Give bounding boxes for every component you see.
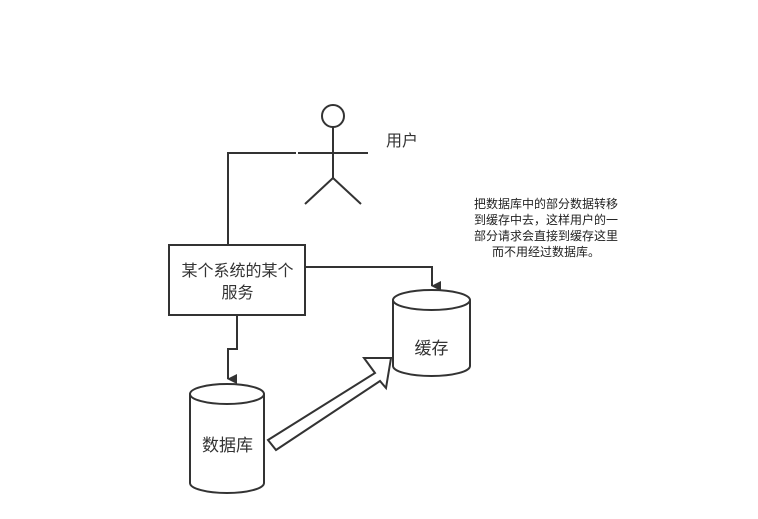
service-label: 某个系统的某个 服务 xyxy=(170,260,305,304)
note-line: 部分请求会直接到缓存这里 xyxy=(473,229,618,243)
database-cylinder-top xyxy=(189,383,265,405)
edge-actor-to-service[interactable] xyxy=(227,152,296,255)
database-cylinder-body xyxy=(189,394,265,494)
actor-right-leg xyxy=(332,177,362,205)
cache-cylinder-body xyxy=(392,300,471,377)
cache-label: 缓存 xyxy=(414,339,449,359)
database-cylinder[interactable] xyxy=(189,383,265,494)
note-line: 到缓存中去，这样用户的一 xyxy=(473,213,618,227)
actor-left-leg xyxy=(304,177,334,205)
actor-label: 用户 xyxy=(386,131,419,150)
annotation-note: 把数据库中的部分数据转移 到缓存中去，这样用户的一 部分请求会直接到缓存这里 而… xyxy=(458,196,634,260)
edge-service-to-database[interactable] xyxy=(227,315,238,384)
note-line: 把数据库中的部分数据转移 xyxy=(473,197,618,211)
actor-head xyxy=(321,104,345,128)
cache-cylinder[interactable] xyxy=(392,289,471,377)
service-label-line: 某个系统的某个 xyxy=(181,261,294,280)
edge-service-to-cache[interactable] xyxy=(305,266,441,291)
actor-stick-figure-icon[interactable] xyxy=(298,104,368,205)
edge-database-to-cache-block-arrow[interactable] xyxy=(266,357,393,452)
cache-cylinder-top xyxy=(392,289,471,311)
note-line: 而不用经过数据库。 xyxy=(491,245,600,259)
service-label-line: 服务 xyxy=(221,283,254,302)
service-box[interactable] xyxy=(168,244,306,316)
database-label: 数据库 xyxy=(202,436,253,456)
